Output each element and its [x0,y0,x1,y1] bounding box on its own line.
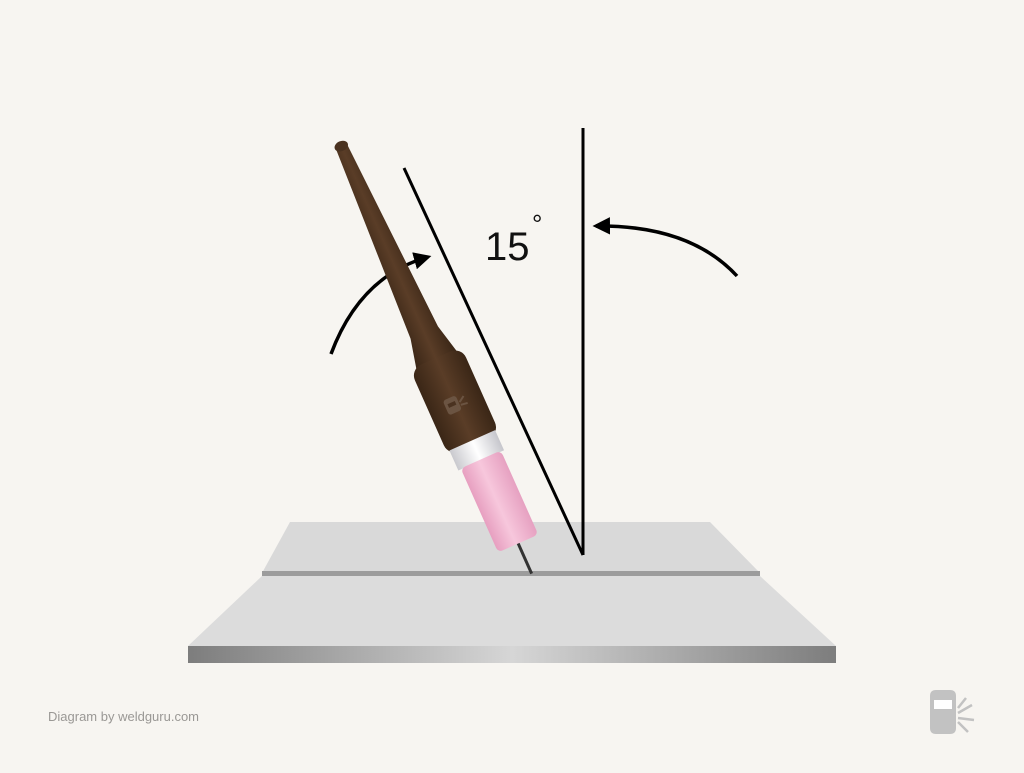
credit-text: Diagram by weldguru.com [48,709,200,724]
front-plate [188,576,836,646]
back-cap [335,142,457,369]
torch-angle-line [402,167,585,556]
collet-ring [449,430,505,471]
angle-value-label: 15 [485,225,530,269]
right-rotation-arrow [592,217,739,278]
back-cap-tip [334,140,348,152]
ceramic-cup [462,452,537,551]
plate-seam [262,571,760,576]
plate-edge [188,646,836,663]
helmet-emblem-icon [443,395,468,415]
welding-helmet-spark-icon [930,690,975,734]
tig-torch [334,140,537,575]
left-rotation-arrow [329,252,432,355]
degree-symbol: ° [532,209,542,239]
metal-plates [188,522,836,663]
rotation-arrows [329,217,739,355]
rear-plate [262,522,760,573]
tungsten-electrode [516,541,533,575]
angle-reference-lines [402,128,585,556]
